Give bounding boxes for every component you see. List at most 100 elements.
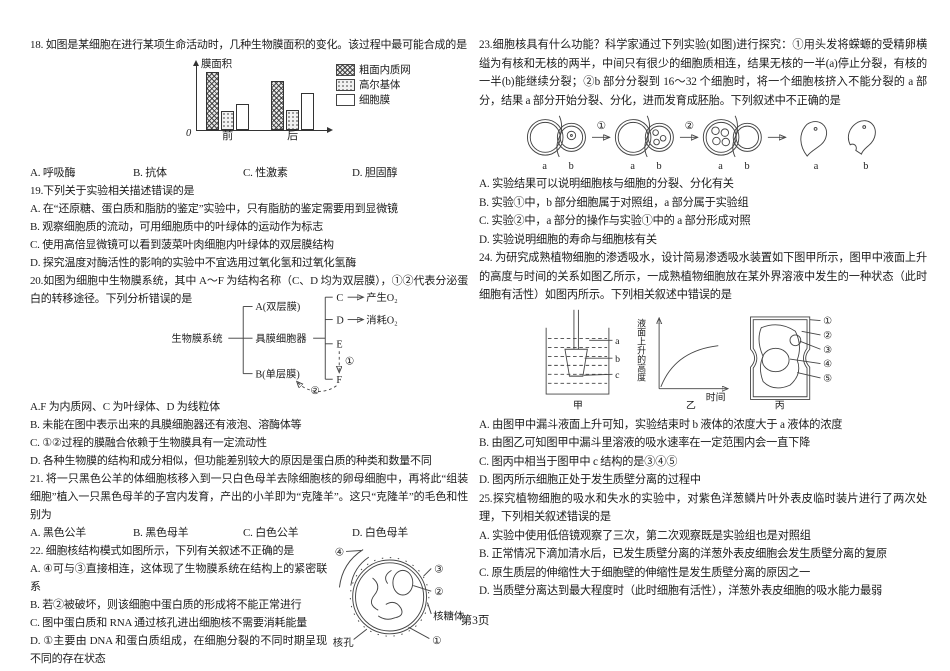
q25-stem: 25.探究植物细胞的吸水和失水的实验中，对紫色洋葱鳞片叶外表皮临时装片进行了两次…: [479, 492, 927, 524]
q23-label-a1: a: [542, 161, 547, 171]
q22-stem: 22. 细胞核结构模式如图所示，下列有关叙述不正确的是: [30, 545, 295, 557]
q18-legend-item: 高尔基体: [336, 79, 411, 91]
q19-option-b: B. 观察细胞质的流动，可用细胞质中的叶绿体的运动作为标志: [30, 221, 324, 233]
q18-legend-label: 粗面内质网: [359, 64, 411, 76]
q22-option-c: C. 图中蛋白质和 RNA 通过核孔进出细胞核不需要消耗能量: [30, 617, 307, 629]
q23-experiment-diagram: ① ② a b a b a b a b: [526, 115, 876, 171]
q24-label-2: ②: [823, 330, 832, 341]
q18-bars: 前后: [206, 72, 314, 142]
q24-label-c: c: [615, 369, 620, 380]
q20-membrane-system-diagram: 生物膜系统 A(双层膜) 具膜细胞器 B(单层膜) C 产生O₂ D 消耗O₂ …: [171, 291, 398, 396]
q18-option-d: D. 胆固醇: [352, 167, 398, 179]
q21-options: A. 黑色公羊 B. 黑色母羊 C. 白色公羊 D. 白色母羊: [30, 524, 468, 542]
q23-label-b4: b: [863, 161, 868, 171]
q22-label-1: ①: [432, 636, 441, 647]
q23-stem: 23.细胞核具有什么功能？科学家通过下列实验(如图)进行探究：①用头发将蝾螈的受…: [479, 39, 927, 107]
q22-label-3: ③: [434, 564, 443, 575]
q20-tree-lines: [228, 297, 362, 392]
q23-label-a4: a: [814, 161, 819, 171]
q18-legend: 粗面内质网高尔基体细胞膜: [336, 58, 411, 144]
left-column: 18. 如图是某细胞在进行某项生命活动时，几种生物膜面积的变化。该过程中最可能合…: [30, 36, 468, 668]
q20-path1-label: ①: [345, 356, 354, 367]
q24-option-b: B. 由图乙可知图甲中漏斗里溶液的吸水速率在一定范围内会一直下降: [479, 437, 811, 449]
right-column: 23.细胞核具有什么功能？科学家通过下列实验(如图)进行探究：①用头发将蝾螈的受…: [479, 36, 927, 601]
q24-beaker-apparatus: [545, 309, 613, 395]
q24-osmosis-diagram: a b c 甲 液面上升的高度 时间 乙: [545, 309, 832, 411]
q22-nucleus-diagram: ④ ③ ② 核糖体 核孔 ①: [333, 547, 465, 648]
q18-option-a: A. 呼吸酶: [30, 167, 76, 179]
q18-legend-item: 细胞膜: [336, 94, 411, 106]
page-number: 第3页: [460, 615, 490, 627]
q18-category-label: 前: [222, 130, 233, 142]
q20-option-d: D. 各种生物膜的结构和成分相似，但功能差别较大的原因是蛋白质的种类和数量不同: [30, 455, 432, 467]
q22-label-4: ④: [335, 547, 344, 558]
q22-option-a: A. ④可与③直接相连，这体现了生物膜系统在结构上的紧密联系: [30, 563, 327, 593]
q20-node-c-label: C: [336, 293, 343, 304]
q25-option-b: B. 正常情况下滴加清水后，已发生质壁分离的洋葱外表皮细胞会发生质壁分离的复原: [479, 548, 888, 560]
q20-c-result-label: 产生O₂: [366, 291, 398, 304]
q18-options: A. 呼吸酶 B. 抗体 C. 性激素 D. 胆固醇: [30, 164, 468, 182]
q20-path2-label: ②: [310, 386, 319, 396]
q18-x-axis: [196, 127, 333, 133]
q23-option-b: B. 实验①中，b 部分细胞属于对照组，a 部分属于实验组: [479, 196, 749, 209]
q21-option-c: C. 白色公羊: [243, 527, 299, 539]
q18-bar: [286, 110, 299, 130]
q24-graph-xlabel: 时间: [706, 390, 726, 403]
q23-label-a2: a: [630, 161, 635, 171]
q18-category-label: 后: [287, 130, 298, 142]
q24-label-b: b: [615, 353, 620, 364]
q23-step2-label: ②: [685, 121, 694, 132]
q20-node-e-label: E: [336, 340, 342, 351]
q18-y-axis-label: 膜面积: [201, 59, 232, 70]
q20-branch-mid-label: 具膜细胞器: [255, 332, 306, 345]
q20-stem: 20.如图为细胞中生物膜系统，其中 A～F 为结构名称（C、D 均为双层膜），①…: [30, 275, 468, 305]
q24-jia-label: 甲: [573, 400, 583, 411]
q18-legend-label: 细胞膜: [359, 94, 390, 106]
q23-step1-label: ①: [597, 121, 606, 132]
q22-ribosome-label: 核糖体: [433, 610, 465, 623]
q19-option-d: D. 探究温度对酶活性的影响的实验中不宜选用过氧化氢和过氧化氢酶: [30, 257, 357, 269]
q24-graph-ylabel: 液面上升的高度: [636, 317, 646, 382]
q23-label-b1: b: [569, 161, 574, 171]
q23-label-a3: a: [718, 161, 723, 171]
q23-stage4: [800, 120, 876, 157]
q18-plot: 膜面积 0 前后: [180, 58, 333, 144]
q18-bar: [221, 111, 234, 130]
q22-nuclear-pore-label: 核孔: [333, 636, 354, 648]
q25-option-a: A. 实验中使用低倍镜观察了三次，第二次观察既是实验组也是对照组: [479, 529, 811, 542]
q18-bar: [206, 72, 219, 130]
q24-option-a: A. 由图甲中漏斗液面上升可知，实验结束时 b 液体的浓度大于 a 液体的浓度: [479, 418, 843, 431]
q23-stage3: [702, 115, 762, 158]
q20-option-a: A.F 为内质网、C 为叶绿体、D 为线粒体: [30, 401, 220, 413]
q19-option-c: C. 使用高倍显微镜可以看到菠菜叶肉细胞内叶绿体的双层膜结构: [30, 239, 334, 251]
q18-legend-label: 高尔基体: [359, 79, 401, 91]
q18-option-c: C. 性激素: [243, 167, 288, 179]
q23-option-a: A. 实验结果可以说明细胞核与细胞的分裂、分化有关: [479, 178, 734, 190]
q20-option-c: C. ①②过程的膜融合依赖于生物膜具有一定流动性: [30, 437, 267, 449]
q25-option-d: D. 当质壁分离达到最大程度时（此时细胞有活性），洋葱外表皮细胞的吸水能力最弱: [479, 585, 883, 597]
q24-option-c: C. 图丙中相当于图甲中 c 结构的是③④⑤: [479, 455, 678, 468]
q24-stem: 24. 为研究成熟植物细胞的渗透吸水，设计简易渗透吸水装置如下图甲所示，图甲中液…: [479, 252, 927, 301]
q22-block: ④ ③ ② 核糖体 核孔 ① 22. 细胞核结构模式如图所示，下列有关叙述不正确…: [30, 542, 468, 668]
q24-label-4: ④: [823, 359, 832, 370]
q18-legend-swatch: [336, 94, 355, 106]
q18-y-axis: [193, 60, 199, 131]
q23-stage1: [526, 115, 586, 158]
q23-label-b3: b: [744, 161, 749, 171]
q18-bar-group: 后: [271, 81, 314, 142]
q24-graph: [659, 318, 727, 388]
q20-branch-b-label: B(单层膜): [255, 368, 299, 380]
q25-option-c: C. 原生质层的伸缩性大于细胞壁的伸缩性是发生质壁分离的原因之一: [479, 566, 811, 579]
q24-label-3: ③: [823, 344, 832, 355]
q21-option-d: D. 白色母羊: [352, 527, 409, 539]
q18-bar-group: 前: [206, 72, 249, 142]
q18-option-b: B. 抗体: [133, 167, 167, 179]
q18-bar: [271, 81, 284, 130]
q22-nucleus-shapes: [338, 549, 432, 640]
q24-label-a: a: [615, 335, 620, 346]
q24-label-1: ①: [823, 316, 832, 327]
q20-node-f-label: F: [336, 375, 342, 386]
q24-label-5: ⑤: [823, 373, 832, 384]
q20-option-b: B. 未能在图中表示出来的具膜细胞器还有液泡、溶酶体等: [30, 419, 302, 431]
